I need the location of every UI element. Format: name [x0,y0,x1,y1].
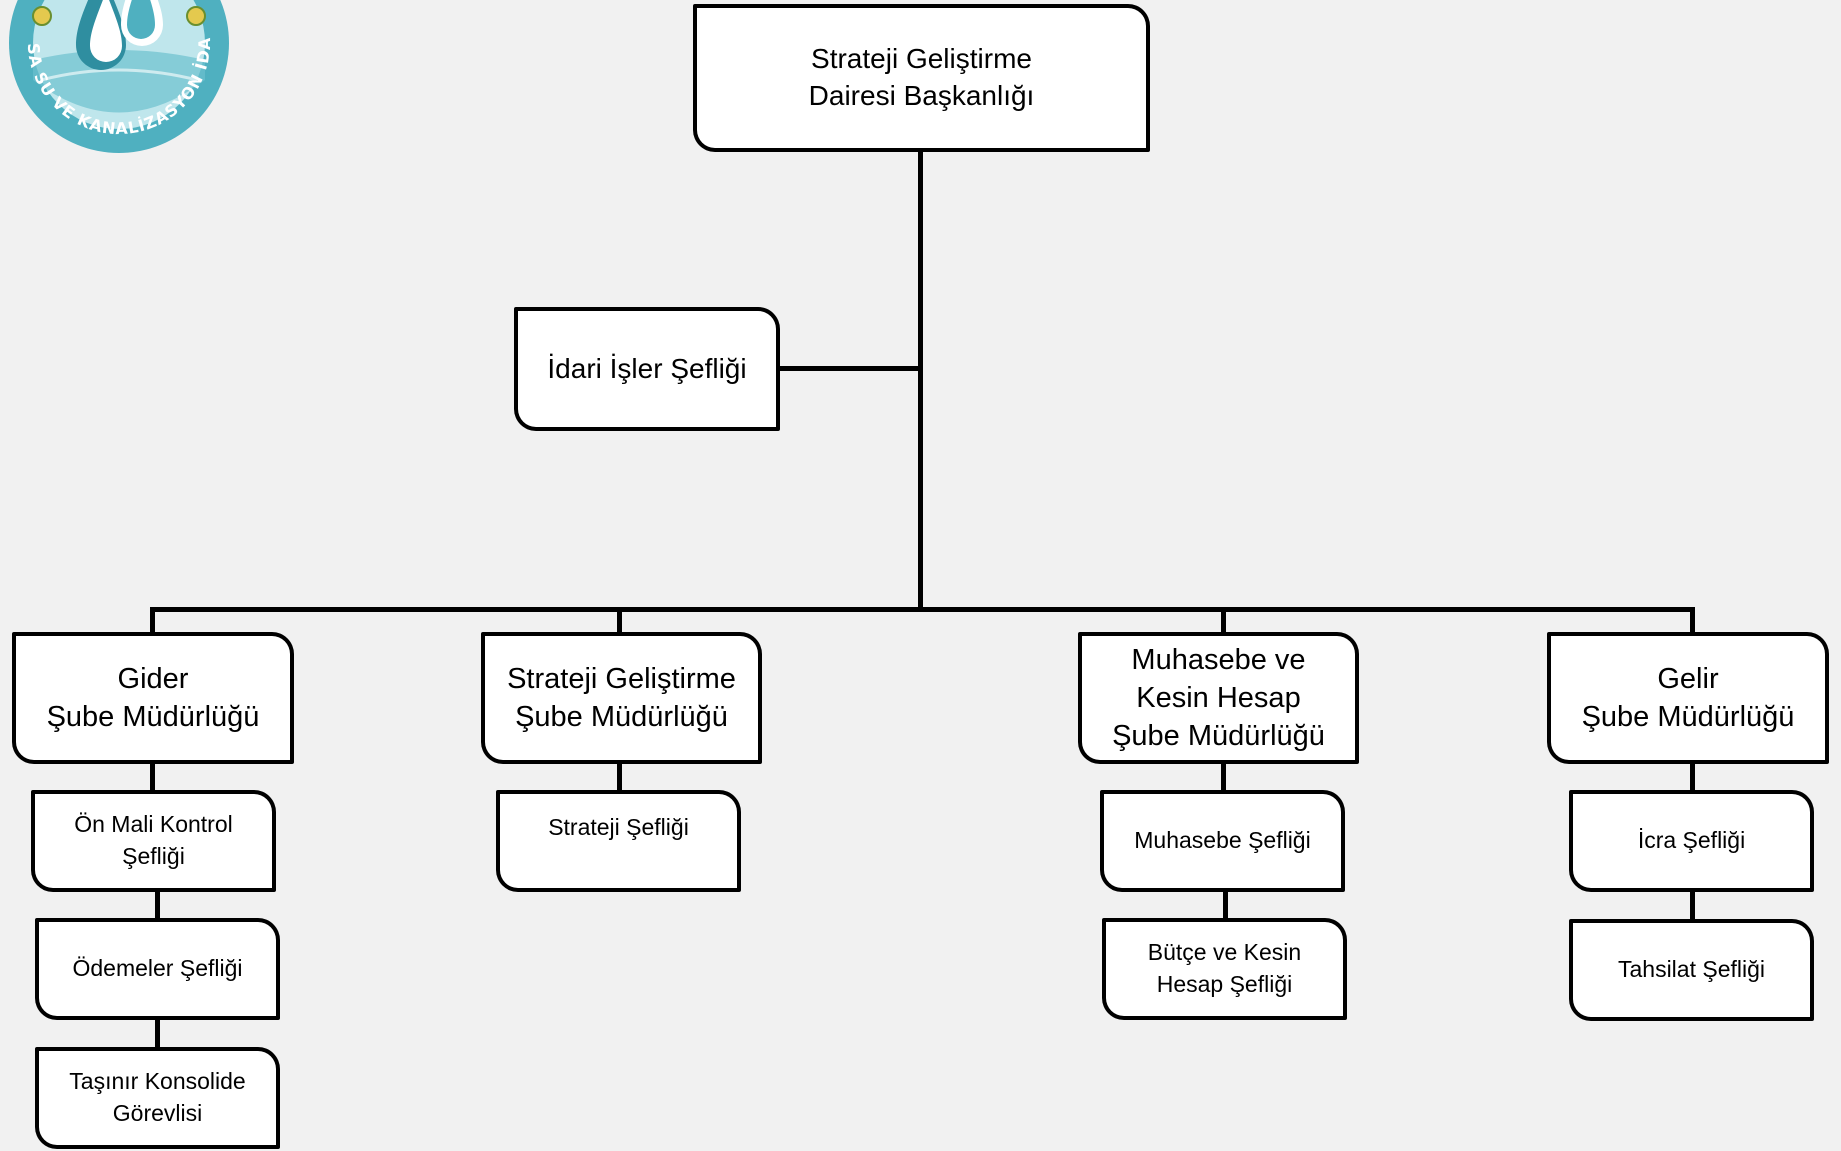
branch-box: Gider Şube Müdürlüğü [12,632,294,764]
root-unit-box: Strateji Geliştirme Dairesi Başkanlığı [693,4,1150,152]
sub-unit-box: Taşınır Konsolide Görevlisi [35,1047,280,1149]
sub-unit-box: Muhasebe Şefliği [1100,790,1345,892]
branch-drop-line [150,607,155,635]
sub-unit-label: Ödemeler Şefliği [72,955,243,982]
water-drops-logo-icon: MANİSA SU VE KANALİZASYON İDARESİ [6,0,229,153]
staff-unit-box: İdari İşler Şefliği [514,307,780,431]
branch-box: Strateji Geliştirme Şube Müdürlüğü [481,632,762,764]
branch-drop-line [1690,607,1695,635]
sub-unit-label: Muhasebe Şefliği [1134,827,1311,854]
sub-unit-box: Strateji Şefliği [496,790,741,892]
child-link-line [1690,890,1695,921]
sub-unit-box: Bütçe ve Kesin Hesap Şefliği [1102,918,1347,1020]
sub-unit-label: Strateji Şefliği [548,814,689,840]
branch-drop-line [1221,607,1226,635]
branch-bus-line [150,607,1695,612]
child-link-line [150,762,155,792]
branch-label: Gider Şube Müdürlüğü [46,662,260,733]
branch-label: Gelir Şube Müdürlüğü [1581,662,1795,733]
sub-unit-label: Ön Mali Kontrol Şefliği [74,811,233,869]
sub-unit-label: Tahsilat Şefliği [1617,956,1766,983]
branch-drop-line [617,607,622,635]
sub-unit-label: İcra Şefliği [1637,827,1746,854]
child-link-line [617,762,622,792]
sub-unit-box: Ödemeler Şefliği [35,918,280,1020]
branch-label: Strateji Geliştirme Şube Müdürlüğü [507,662,736,733]
sub-unit-box: Tahsilat Şefliği [1569,919,1814,1021]
branch-box: Gelir Şube Müdürlüğü [1547,632,1829,764]
branch-box: Muhasebe ve Kesin Hesap Şube Müdürlüğü [1078,632,1359,764]
root-trunk-line [918,150,923,612]
root-unit-label: Strateji Geliştirme Dairesi Başkanlığı [808,43,1035,111]
child-link-line [155,890,160,920]
child-link-line [1690,762,1695,792]
branch-label: Muhasebe ve Kesin Hesap Şube Müdürlüğü [1112,643,1325,753]
staff-connector-line [777,366,921,371]
sub-unit-box: Ön Mali Kontrol Şefliği [31,790,276,892]
child-link-line [155,1018,160,1049]
child-link-line [1223,890,1228,920]
sub-unit-label: Taşınır Konsolide Görevlisi [69,1068,246,1126]
sub-unit-label: Bütçe ve Kesin Hesap Şefliği [1147,939,1302,997]
child-link-line [1221,762,1226,792]
sub-unit-box: İcra Şefliği [1569,790,1814,892]
staff-unit-label: İdari İşler Şefliği [547,352,747,384]
